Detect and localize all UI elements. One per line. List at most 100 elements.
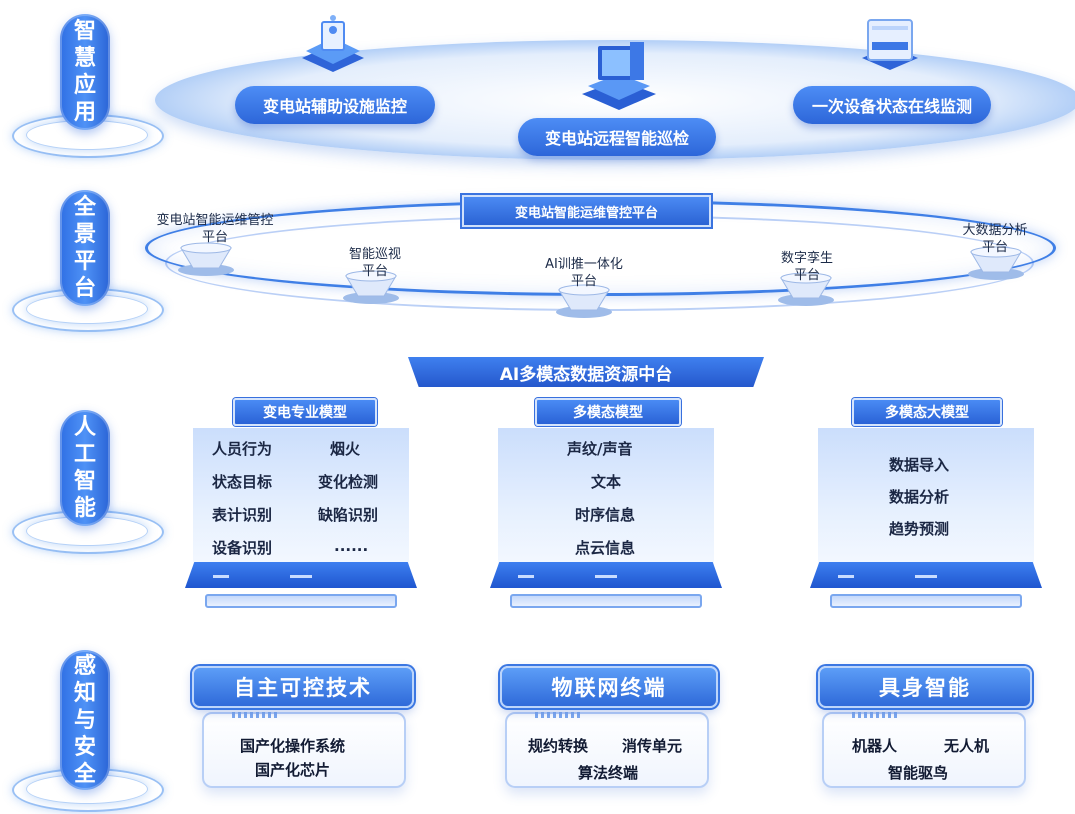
layer-char: 智 bbox=[73, 469, 96, 494]
layer-char: 慧 bbox=[73, 46, 96, 71]
model-title-power-label: 变电专业模型 bbox=[263, 405, 347, 421]
model-item: 状态目标 bbox=[212, 473, 273, 491]
box-stripes bbox=[852, 712, 900, 718]
security-item: 智能驱鸟 bbox=[888, 764, 949, 782]
equipment-server-icon bbox=[862, 19, 918, 70]
base-slot bbox=[290, 575, 312, 578]
base-indicator bbox=[838, 575, 854, 578]
model-item: 文本 bbox=[591, 473, 622, 491]
security-item: 算法终端 bbox=[578, 764, 639, 782]
layer-char: 与 bbox=[73, 707, 96, 733]
security-box-iot bbox=[505, 712, 709, 788]
layer-char: 知 bbox=[73, 680, 96, 706]
model-title-large: 多模态大模型 bbox=[852, 398, 1002, 426]
node-ai-label: AI训推一体化 平台 bbox=[526, 256, 642, 290]
security-item: 机器人 bbox=[852, 737, 898, 755]
platform-node-icon bbox=[968, 246, 1024, 280]
node-ops-label: 变电站智能运维管控 平台 bbox=[140, 212, 290, 246]
node-patrol-line1: 智能巡视 bbox=[348, 247, 401, 262]
app-aux-monitor: 变电站辅助设施监控 bbox=[235, 86, 435, 124]
platform-node-icon bbox=[343, 270, 399, 304]
model-screen-power bbox=[193, 428, 409, 568]
security-title-autonomous: 自主可控技术 bbox=[192, 666, 414, 708]
security-title-iot-label: 物联网终端 bbox=[551, 676, 667, 700]
model-screen-multimodal bbox=[498, 428, 714, 568]
model-item: 点云信息 bbox=[575, 539, 636, 557]
layer-char: 全 bbox=[73, 195, 96, 220]
layer-char: 台 bbox=[73, 276, 96, 301]
layer-label-ai: 人 工 智 能 bbox=[60, 410, 110, 526]
node-bigdata-label: 大数据分析 平台 bbox=[940, 222, 1050, 256]
node-ops-line1: 变电站智能运维管控 bbox=[156, 213, 274, 228]
security-item: 规约转换 bbox=[528, 737, 589, 755]
model-title-power: 变电专业模型 bbox=[233, 398, 377, 426]
model-item: ...... bbox=[334, 537, 369, 555]
model-item: 缺陷识别 bbox=[318, 506, 379, 524]
node-twin-label: 数字孪生 平台 bbox=[762, 250, 852, 284]
model-item: 人员行为 bbox=[212, 440, 273, 458]
ai-center-label: AI多模态数据资源中台 bbox=[499, 364, 673, 385]
security-title-embodied-label: 具身智能 bbox=[879, 676, 971, 700]
app-remote-inspection: 变电站远程智能巡检 bbox=[518, 118, 716, 156]
model-item: 烟火 bbox=[330, 440, 361, 458]
node-twin-line2: 平台 bbox=[793, 268, 820, 283]
security-box-embodied bbox=[822, 712, 1026, 788]
node-twin-line1: 数字孪生 bbox=[780, 251, 833, 266]
layer-char: 工 bbox=[73, 442, 96, 467]
node-ai-line1: AI训推一体化 bbox=[545, 257, 623, 272]
node-patrol-line2: 平台 bbox=[361, 264, 388, 279]
layer-char: 全 bbox=[73, 761, 96, 787]
model-screen-large bbox=[818, 428, 1034, 568]
platform-node-icon bbox=[178, 242, 234, 276]
box-stripes bbox=[232, 712, 280, 718]
node-bigdata-line1: 大数据分析 bbox=[962, 223, 1028, 238]
layer-label-platform: 全 景 平 台 bbox=[60, 190, 110, 306]
model-title-multimodal-label: 多模态模型 bbox=[573, 405, 643, 421]
model-item: 数据分析 bbox=[889, 488, 950, 506]
model-item: 表计识别 bbox=[212, 506, 273, 524]
monitor-facility-icon bbox=[302, 15, 364, 72]
model-item: 设备识别 bbox=[212, 539, 273, 557]
security-item: 消传单元 bbox=[622, 737, 683, 755]
node-ai-line2: 平台 bbox=[570, 274, 597, 289]
layer-char: 用 bbox=[73, 100, 96, 125]
layer-char: 智 bbox=[73, 19, 96, 44]
model-base-power bbox=[185, 562, 417, 588]
model-item: 变化检测 bbox=[318, 473, 379, 491]
model-item: 声纹/声音 bbox=[567, 440, 633, 458]
platform-node-icon bbox=[556, 284, 612, 318]
layer-application: 智 慧 应 用 bbox=[12, 14, 164, 158]
base-indicator bbox=[518, 575, 534, 578]
layer-ai: 人 工 智 能 bbox=[12, 410, 164, 554]
model-title-multimodal: 多模态模型 bbox=[535, 398, 681, 426]
layer-char: 平 bbox=[73, 249, 96, 274]
node-bigdata-line2: 平台 bbox=[981, 240, 1008, 255]
model-stand-power bbox=[205, 594, 397, 608]
platform-node-icon bbox=[778, 272, 834, 306]
layer-label-application: 智 慧 应 用 bbox=[60, 14, 110, 130]
node-ops-line2: 平台 bbox=[201, 230, 228, 245]
platform-banner: 变电站智能运维管控平台 bbox=[462, 195, 711, 227]
layer-char: 人 bbox=[73, 415, 96, 440]
security-item: 无人机 bbox=[944, 737, 990, 755]
security-box-autonomous bbox=[202, 712, 406, 788]
security-item: 国产化芯片 bbox=[255, 761, 331, 779]
app-remote-inspection-label: 变电站远程智能巡检 bbox=[544, 129, 689, 148]
model-stand-multimodal bbox=[510, 594, 702, 608]
model-base-multimodal bbox=[490, 562, 722, 588]
model-item: 趋势预测 bbox=[889, 520, 950, 538]
model-item: 时序信息 bbox=[575, 506, 636, 524]
base-slot bbox=[915, 575, 937, 578]
layer-char: 应 bbox=[73, 73, 96, 98]
ai-center-banner: AI多模态数据资源中台 bbox=[408, 357, 764, 387]
security-title-embodied: 具身智能 bbox=[818, 666, 1032, 708]
app-aux-monitor-label: 变电站辅助设施监控 bbox=[262, 97, 407, 116]
remote-inspection-icon bbox=[582, 42, 656, 110]
app-equipment-monitor: 一次设备状态在线监测 bbox=[793, 86, 991, 124]
model-stand-large bbox=[830, 594, 1022, 608]
security-title-iot: 物联网终端 bbox=[500, 666, 718, 708]
app-equipment-monitor-label: 一次设备状态在线监测 bbox=[811, 97, 972, 116]
base-slot bbox=[595, 575, 617, 578]
layer-platform: 全 景 平 台 bbox=[12, 190, 164, 332]
box-stripes bbox=[535, 712, 583, 718]
